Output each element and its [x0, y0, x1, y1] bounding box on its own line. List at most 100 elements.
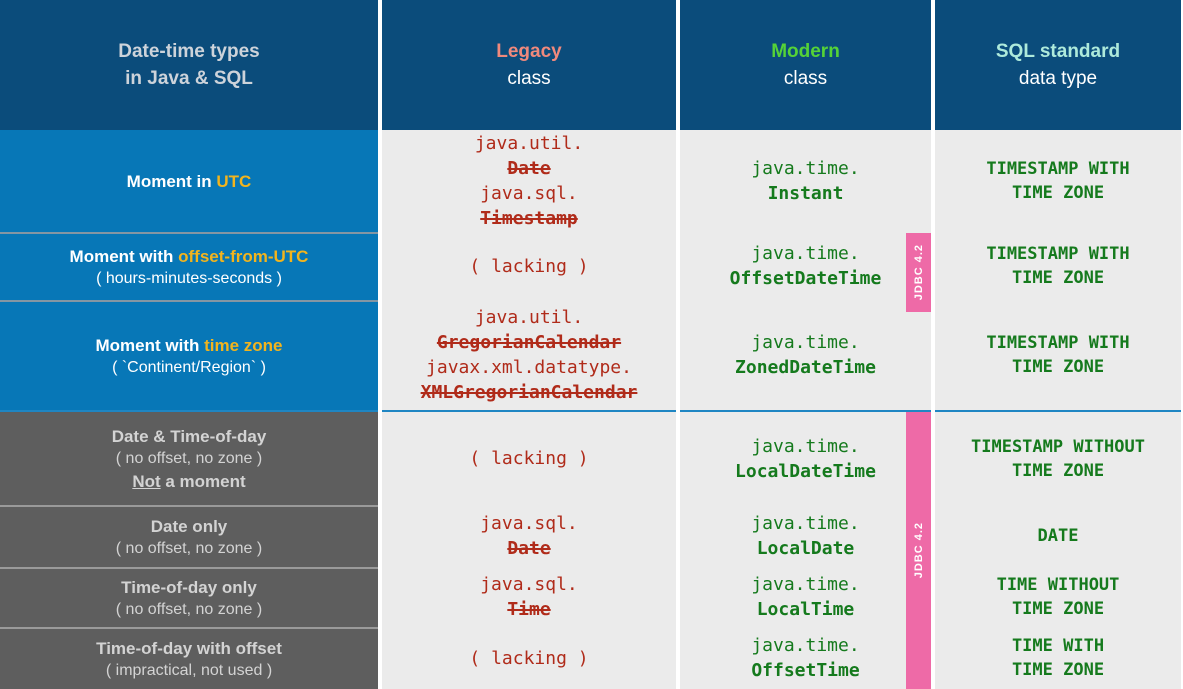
- header-modern-accent: Modern: [771, 41, 840, 62]
- modern-body: JDBC 4.2 JDBC 4.2 java.time. Instant jav…: [680, 130, 931, 689]
- title-not-underlined: Not: [132, 471, 161, 491]
- code-class-deprecated: Time: [507, 599, 551, 620]
- code-class-deprecated: Date: [507, 158, 551, 179]
- jdbc-42-badge-lower: JDBC 4.2: [906, 412, 931, 689]
- title-not-rest: a moment: [160, 471, 246, 491]
- code-package: javax.xml.datatype.: [426, 357, 632, 378]
- header-datetime-types: Date-time types in Java & SQL: [0, 0, 378, 130]
- header-legacy-accent: Legacy: [496, 41, 562, 62]
- modern-cell-instant: java.time. Instant: [680, 130, 931, 232]
- header-sql-standard: SQL standard data type: [935, 0, 1181, 130]
- code-package: java.sql.: [480, 513, 578, 534]
- sql-type-line: TIME ZONE: [1011, 183, 1105, 203]
- jdbc-42-badge-label: JDBC 4.2: [912, 522, 925, 579]
- header-modern: Modern class: [680, 0, 931, 130]
- title-subtitle: ( no offset, no zone ): [115, 600, 263, 618]
- modern-cell-localdate: java.time. LocalDate: [680, 505, 931, 567]
- code-package: java.sql.: [480, 183, 578, 204]
- sql-cell-timestamp-with-tz: TIMESTAMP WITH TIME ZONE: [935, 300, 1181, 410]
- header-sql-sub: data type: [1018, 68, 1098, 89]
- code-class-deprecated: XMLGregorianCalendar: [420, 382, 638, 403]
- row-title-moment-offset: Moment with offset-from-UTC ( hours-minu…: [0, 232, 378, 300]
- jdbc-42-badge-label: JDBC 4.2: [912, 244, 925, 301]
- lacking-label: ( lacking ): [469, 448, 589, 469]
- sql-type-line: TIME WITHOUT: [996, 575, 1120, 595]
- sql-type-line: TIME ZONE: [1011, 357, 1105, 377]
- code-package: java.time.: [751, 435, 860, 457]
- legacy-cell-date-time-of-day: ( lacking ): [382, 410, 676, 505]
- legacy-cell-date-only: java.sql. Date: [382, 505, 676, 567]
- lacking-label: ( lacking ): [469, 647, 589, 669]
- sql-type-line: TIME ZONE: [1011, 599, 1105, 619]
- code-class: OffsetDateTime: [729, 268, 882, 289]
- sql-type-line: TIME ZONE: [1011, 460, 1105, 481]
- sql-type-line: TIME WITH: [1011, 636, 1105, 656]
- sql-cell-date: DATE: [935, 505, 1181, 567]
- header-legacy: Legacy class: [382, 0, 676, 130]
- title-subtitle: ( impractical, not used ): [105, 661, 273, 679]
- code-class: Instant: [767, 183, 844, 204]
- code-package: java.time.: [751, 635, 860, 656]
- sql-cell-time-without-tz: TIME WITHOUT TIME ZONE: [935, 567, 1181, 627]
- legacy-cell-moment-zone: java.util. GregorianCalendar javax.xml.d…: [382, 300, 676, 410]
- legacy-cell-moment-utc: java.util. Date java.sql. Timestamp: [382, 130, 676, 232]
- code-class-deprecated: GregorianCalendar: [436, 332, 622, 353]
- legacy-body: java.util. Date java.sql. Timestamp ( la…: [382, 130, 676, 689]
- code-package: java.time.: [751, 243, 860, 264]
- sql-type-line: TIME ZONE: [1011, 268, 1105, 288]
- title-text: Moment in: [126, 171, 217, 191]
- sql-type-line: TIMESTAMP WITHOUT: [971, 436, 1145, 457]
- code-package: java.time.: [751, 158, 860, 179]
- code-package: java.time.: [751, 332, 860, 353]
- row-title-moment-zone: Moment with time zone ( `Continent/Regio…: [0, 300, 378, 410]
- sql-cell-time-with-tz: TIME WITH TIME ZONE: [935, 627, 1181, 689]
- header-sql-accent: SQL standard: [995, 41, 1121, 62]
- sql-type-line: TIMESTAMP WITH: [986, 333, 1130, 353]
- modern-cell-offsettime: java.time. OffsetTime: [680, 627, 931, 689]
- title-text: Date & Time-of-day: [111, 426, 267, 446]
- column-types: Date-time types in Java & SQL Moment in …: [0, 0, 378, 689]
- code-package: java.time.: [751, 513, 860, 534]
- header-title-line2: in Java & SQL: [125, 68, 253, 89]
- title-text: Time-of-day with offset: [96, 638, 282, 658]
- title-subtitle: ( no offset, no zone ): [115, 539, 263, 557]
- row-title-time-of-day-offset: Time-of-day with offset ( impractical, n…: [0, 627, 378, 689]
- sql-type-line: TIME ZONE: [1011, 660, 1105, 680]
- header-legacy-sub: class: [507, 68, 551, 89]
- sql-body: TIMESTAMP WITH TIME ZONE TIMESTAMP WITH …: [935, 130, 1181, 689]
- modern-cell-localtime: java.time. LocalTime: [680, 567, 931, 627]
- title-text: Moment with: [95, 335, 205, 355]
- title-accent: offset-from-UTC: [178, 246, 309, 266]
- row-title-time-of-day-only: Time-of-day only ( no offset, no zone ): [0, 567, 378, 627]
- title-subtitle: ( `Continent/Region` ): [112, 358, 266, 376]
- lacking-label: ( lacking ): [469, 255, 589, 277]
- sql-type-line: DATE: [1037, 526, 1079, 546]
- modern-cell-localdatetime: java.time. LocalDateTime: [680, 410, 931, 505]
- code-class: OffsetTime: [751, 660, 860, 681]
- row-title-moment-utc: Moment in UTC: [0, 130, 378, 232]
- code-package: java.util.: [474, 133, 584, 154]
- code-package: java.util.: [474, 307, 584, 328]
- sql-cell-timestamp-without-tz: TIMESTAMP WITHOUT TIME ZONE: [935, 410, 1181, 505]
- sql-cell-timestamp-with-tz: TIMESTAMP WITH TIME ZONE: [935, 130, 1181, 232]
- code-class-deprecated: Timestamp: [480, 208, 578, 229]
- sql-cell-timestamp-with-tz: TIMESTAMP WITH TIME ZONE: [935, 232, 1181, 300]
- column-legacy: Legacy class java.util. Date java.sql. T…: [382, 0, 676, 689]
- modern-cell-zoneddatetime: java.time. ZonedDateTime: [680, 300, 931, 410]
- column-sql: SQL standard data type TIMESTAMP WITH TI…: [935, 0, 1181, 689]
- title-accent: time zone: [204, 335, 283, 355]
- row-title-date-only: Date only ( no offset, no zone ): [0, 505, 378, 567]
- title-subtitle: ( no offset, no zone ): [115, 449, 263, 467]
- code-package: java.time.: [751, 574, 860, 595]
- code-class-deprecated: Date: [507, 538, 551, 559]
- title-subtitle: ( hours-minutes-seconds ): [96, 269, 282, 287]
- code-class: LocalTime: [756, 599, 855, 620]
- title-accent: UTC: [216, 171, 252, 191]
- code-class: ZonedDateTime: [735, 357, 876, 378]
- column-modern: Modern class JDBC 4.2 JDBC 4.2 java.time…: [680, 0, 931, 689]
- code-class: LocalDateTime: [735, 460, 876, 482]
- header-modern-sub: class: [783, 68, 828, 89]
- code-package: java.sql.: [480, 574, 578, 595]
- row-title-date-time-of-day: Date & Time-of-day ( no offset, no zone …: [0, 410, 378, 505]
